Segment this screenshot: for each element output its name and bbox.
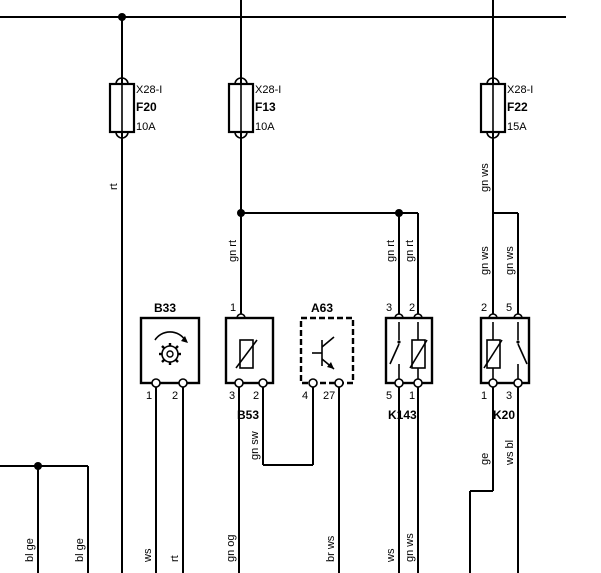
wire-label-k143-out1: gn ws — [404, 533, 416, 562]
k20-pin2-label: 2 — [481, 302, 487, 314]
fuse-f13-location: X28-I — [255, 84, 281, 96]
wire-label-f22-out: gn ws — [479, 163, 491, 192]
component-label-b33: B33 — [154, 301, 176, 315]
component-b33 — [139, 316, 201, 388]
b33-pin1-label: 1 — [146, 390, 152, 402]
component-a63 — [299, 316, 355, 388]
wire-label-left-2: bl ge — [74, 538, 86, 562]
wire-label-k20-in2: gn ws — [479, 246, 491, 275]
b53-pin3-label: 3 — [229, 390, 235, 402]
fuse-f22-rating: 15A — [507, 121, 527, 133]
wire-label-b53-pin2: gn sw — [249, 431, 261, 460]
k143-pin5-label: 5 — [386, 390, 392, 402]
wire-label-f13-branch: gn rt — [227, 240, 239, 262]
a63-pin4-label: 4 — [302, 390, 308, 402]
relay-k143 — [384, 316, 434, 388]
wire-label-f20-out: rt — [108, 183, 120, 190]
wire-label-k143-in3: gn rt — [385, 240, 397, 262]
b53-pin1-label: 1 — [230, 302, 236, 314]
k143-pin1-label: 1 — [409, 390, 415, 402]
component-label-a63: A63 — [311, 301, 333, 315]
component-label-b53: B53 — [237, 408, 259, 422]
fuse-f22 — [479, 77, 507, 139]
fuse-f20-rating: 10A — [136, 121, 156, 133]
fuse-f22-code: F22 — [507, 100, 528, 114]
k20-pin1-label: 1 — [481, 390, 487, 402]
gear-icon — [159, 343, 181, 365]
fuse-f13-rating: 10A — [255, 121, 275, 133]
k143-pin3-label: 3 — [386, 302, 392, 314]
fuse-f20-code: F20 — [136, 100, 157, 114]
b33-pin2-label: 2 — [172, 390, 178, 402]
b53-pin2-label: 2 — [253, 390, 259, 402]
relay-k20 — [479, 316, 531, 388]
component-label-k20: K20 — [493, 408, 515, 422]
k143-pin2-label: 2 — [409, 302, 415, 314]
fuse-f22-location: X28-I — [507, 84, 533, 96]
wire-label-b53-pin3: gn og — [225, 534, 237, 562]
fuse-f13-code: F13 — [255, 100, 276, 114]
wire-label-left-1: bl ge — [24, 538, 36, 562]
wire-label-k20-out3: ws bl — [504, 440, 516, 466]
fuse-f13 — [227, 77, 255, 139]
wire-label-a63-pin27: br ws — [325, 535, 337, 562]
fuse-f20 — [108, 77, 136, 139]
wire-label-k20-in5: gn ws — [504, 246, 516, 275]
component-label-k143: K143 — [388, 408, 417, 422]
wire-label-b33-pin1: ws — [142, 548, 154, 563]
component-b53 — [224, 316, 275, 388]
k20-pin3-label: 3 — [506, 390, 512, 402]
fuse-f20-location: X28-I — [136, 84, 162, 96]
a63-pin27-label: 27 — [323, 390, 335, 402]
wire-label-b33-pin2: rt — [169, 555, 181, 562]
wire-label-k20-out1: ge — [479, 453, 491, 465]
wire-label-k143-out5: ws — [385, 548, 397, 563]
k20-pin5-label: 5 — [506, 302, 512, 314]
wire-label-k143-in2: gn rt — [404, 240, 416, 262]
